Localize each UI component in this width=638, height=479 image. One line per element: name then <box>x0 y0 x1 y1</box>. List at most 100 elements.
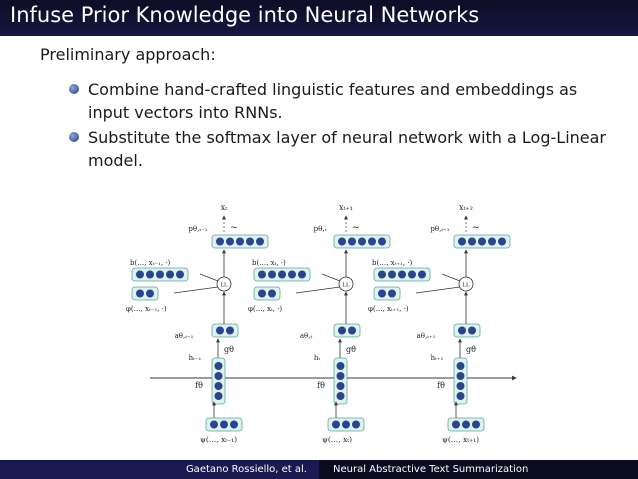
footer-author: Gaetano Rossiello, et al. <box>0 460 319 479</box>
diagram-block: xₜ~pθ,ₜ₋₁b(…, xₜ₋₁, ·)φ(…, xₜ₋₁, ·)LLaθ,… <box>126 203 269 444</box>
psi-input-node <box>462 420 470 429</box>
p-distribution-node <box>358 237 366 246</box>
intro-text: Preliminary approach: <box>40 45 216 64</box>
p-distribution-node <box>216 237 224 246</box>
b-features-node <box>258 270 266 279</box>
b-features-node <box>418 270 426 279</box>
b-features-node <box>156 270 164 279</box>
slide-title: Infuse Prior Knowledge into Neural Netwo… <box>10 3 480 27</box>
tilde-label: ~ <box>352 223 360 233</box>
a-vector-box <box>333 323 361 338</box>
bullet-item: Combine hand-crafted linguistic features… <box>69 78 610 124</box>
ll-label: LL <box>462 283 470 289</box>
hidden-state-box <box>333 357 348 405</box>
phi-features-node <box>388 289 396 298</box>
psi-label: ψ(…, xₜ) <box>322 435 352 444</box>
phi-label: φ(…, xₜ₋₁, ·) <box>126 305 167 313</box>
ll-label: LL <box>342 283 350 289</box>
phi-features-box <box>373 286 401 301</box>
b-to-ll-line <box>199 273 219 282</box>
phi-features-box <box>131 286 159 301</box>
bullet-icon <box>69 132 79 142</box>
tilde-label: ~ <box>472 223 480 233</box>
bullet-text: Combine hand-crafted linguistic features… <box>88 80 578 122</box>
g-label: gθ <box>346 345 356 354</box>
hidden-state-node <box>214 392 223 400</box>
psi-input-node <box>230 420 238 429</box>
b-features-node <box>278 270 286 279</box>
b-to-ll-line <box>321 273 341 282</box>
bullet-icon <box>69 84 79 94</box>
phi-features-box <box>253 286 281 301</box>
p-distribution-node <box>226 237 234 246</box>
bullet-item: Substitute the softmax layer of neural n… <box>69 126 610 172</box>
hidden-state-node <box>214 382 223 390</box>
hidden-state-node <box>456 372 465 380</box>
a-vector-node <box>468 326 476 335</box>
psi-input-node <box>342 420 350 429</box>
p-distribution-node <box>338 237 346 246</box>
title-bar: Infuse Prior Knowledge into Neural Netwo… <box>0 0 638 36</box>
phi-features-node <box>146 289 154 298</box>
footer: Gaetano Rossiello, et al. Neural Abstrac… <box>0 460 638 479</box>
h-label: hₜ <box>314 354 321 362</box>
tilde-label: ~ <box>230 223 238 233</box>
p-label: pθ,ₜ <box>314 225 327 233</box>
p-distribution-node <box>378 237 386 246</box>
p-distribution-node <box>236 237 244 246</box>
p-distribution-node <box>488 237 496 246</box>
psi-label: ψ(…, xₜ₊₁) <box>442 435 479 444</box>
bullet-text: Substitute the softmax layer of neural n… <box>88 128 606 170</box>
h-label: hₜ₊₁ <box>431 354 444 362</box>
psi-label: ψ(…, xₜ₋₁) <box>200 435 237 444</box>
phi-features-node <box>268 289 276 298</box>
hidden-state-node <box>214 372 223 380</box>
g-label: gθ <box>224 345 234 354</box>
p-distribution-node <box>348 237 356 246</box>
psi-input-node <box>220 420 228 429</box>
psi-input-node <box>210 420 218 429</box>
b-features-node <box>298 270 306 279</box>
g-label: gθ <box>466 345 476 354</box>
phi-label: φ(…, xₜ, ·) <box>248 305 282 313</box>
neural-network-diagram: xₜ~pθ,ₜ₋₁b(…, xₜ₋₁, ·)φ(…, xₜ₋₁, ·)LLaθ,… <box>126 203 517 444</box>
p-label: pθ,ₜ₋₁ <box>188 225 207 233</box>
a-label: aθ,ₜ₊₁ <box>417 332 436 340</box>
b-features-node <box>146 270 154 279</box>
hidden-state-box <box>453 357 468 405</box>
p-distribution-node <box>478 237 486 246</box>
output-label: xₜ₊₁ <box>339 203 353 212</box>
b-features-node <box>268 270 276 279</box>
f-label: fθ <box>317 381 325 390</box>
hidden-state-node <box>336 372 345 380</box>
p-label: pθ,ₜ₊₁ <box>430 225 449 233</box>
hidden-state-node <box>456 392 465 400</box>
psi-input-node <box>452 420 460 429</box>
hidden-state-node <box>336 392 345 400</box>
a-vector-node <box>348 326 356 335</box>
footer-talk-title: Neural Abstractive Text Summarization <box>319 460 638 479</box>
phi-label: φ(…, xₜ₊₁, ·) <box>368 305 409 313</box>
b-label: b(…, xₜ₋₁, ·) <box>130 259 171 267</box>
phi-to-ll-line <box>295 286 341 294</box>
p-distribution-node <box>498 237 506 246</box>
psi-input-node <box>472 420 480 429</box>
b-features-node <box>388 270 396 279</box>
phi-to-ll-line <box>415 286 461 294</box>
hidden-state-node <box>456 362 465 370</box>
hidden-state-node <box>456 382 465 390</box>
b-features-node <box>408 270 416 279</box>
a-vector-box <box>211 323 239 338</box>
diagram-block: xₜ₊₂~pθ,ₜ₊₁b(…, xₜ₊₁, ·)φ(…, xₜ₊₁, ·)LLa… <box>368 203 511 444</box>
hidden-state-node <box>214 362 223 370</box>
b-features-node <box>378 270 386 279</box>
a-label: aθ,ₜ <box>300 332 313 340</box>
hidden-state-box <box>211 357 226 405</box>
hidden-state-node <box>336 382 345 390</box>
phi-features-node <box>258 289 266 298</box>
hidden-state-node <box>336 362 345 370</box>
phi-features-node <box>378 289 386 298</box>
b-features-node <box>398 270 406 279</box>
f-label: fθ <box>437 381 445 390</box>
bullet-list: Combine hand-crafted linguistic features… <box>69 78 610 172</box>
